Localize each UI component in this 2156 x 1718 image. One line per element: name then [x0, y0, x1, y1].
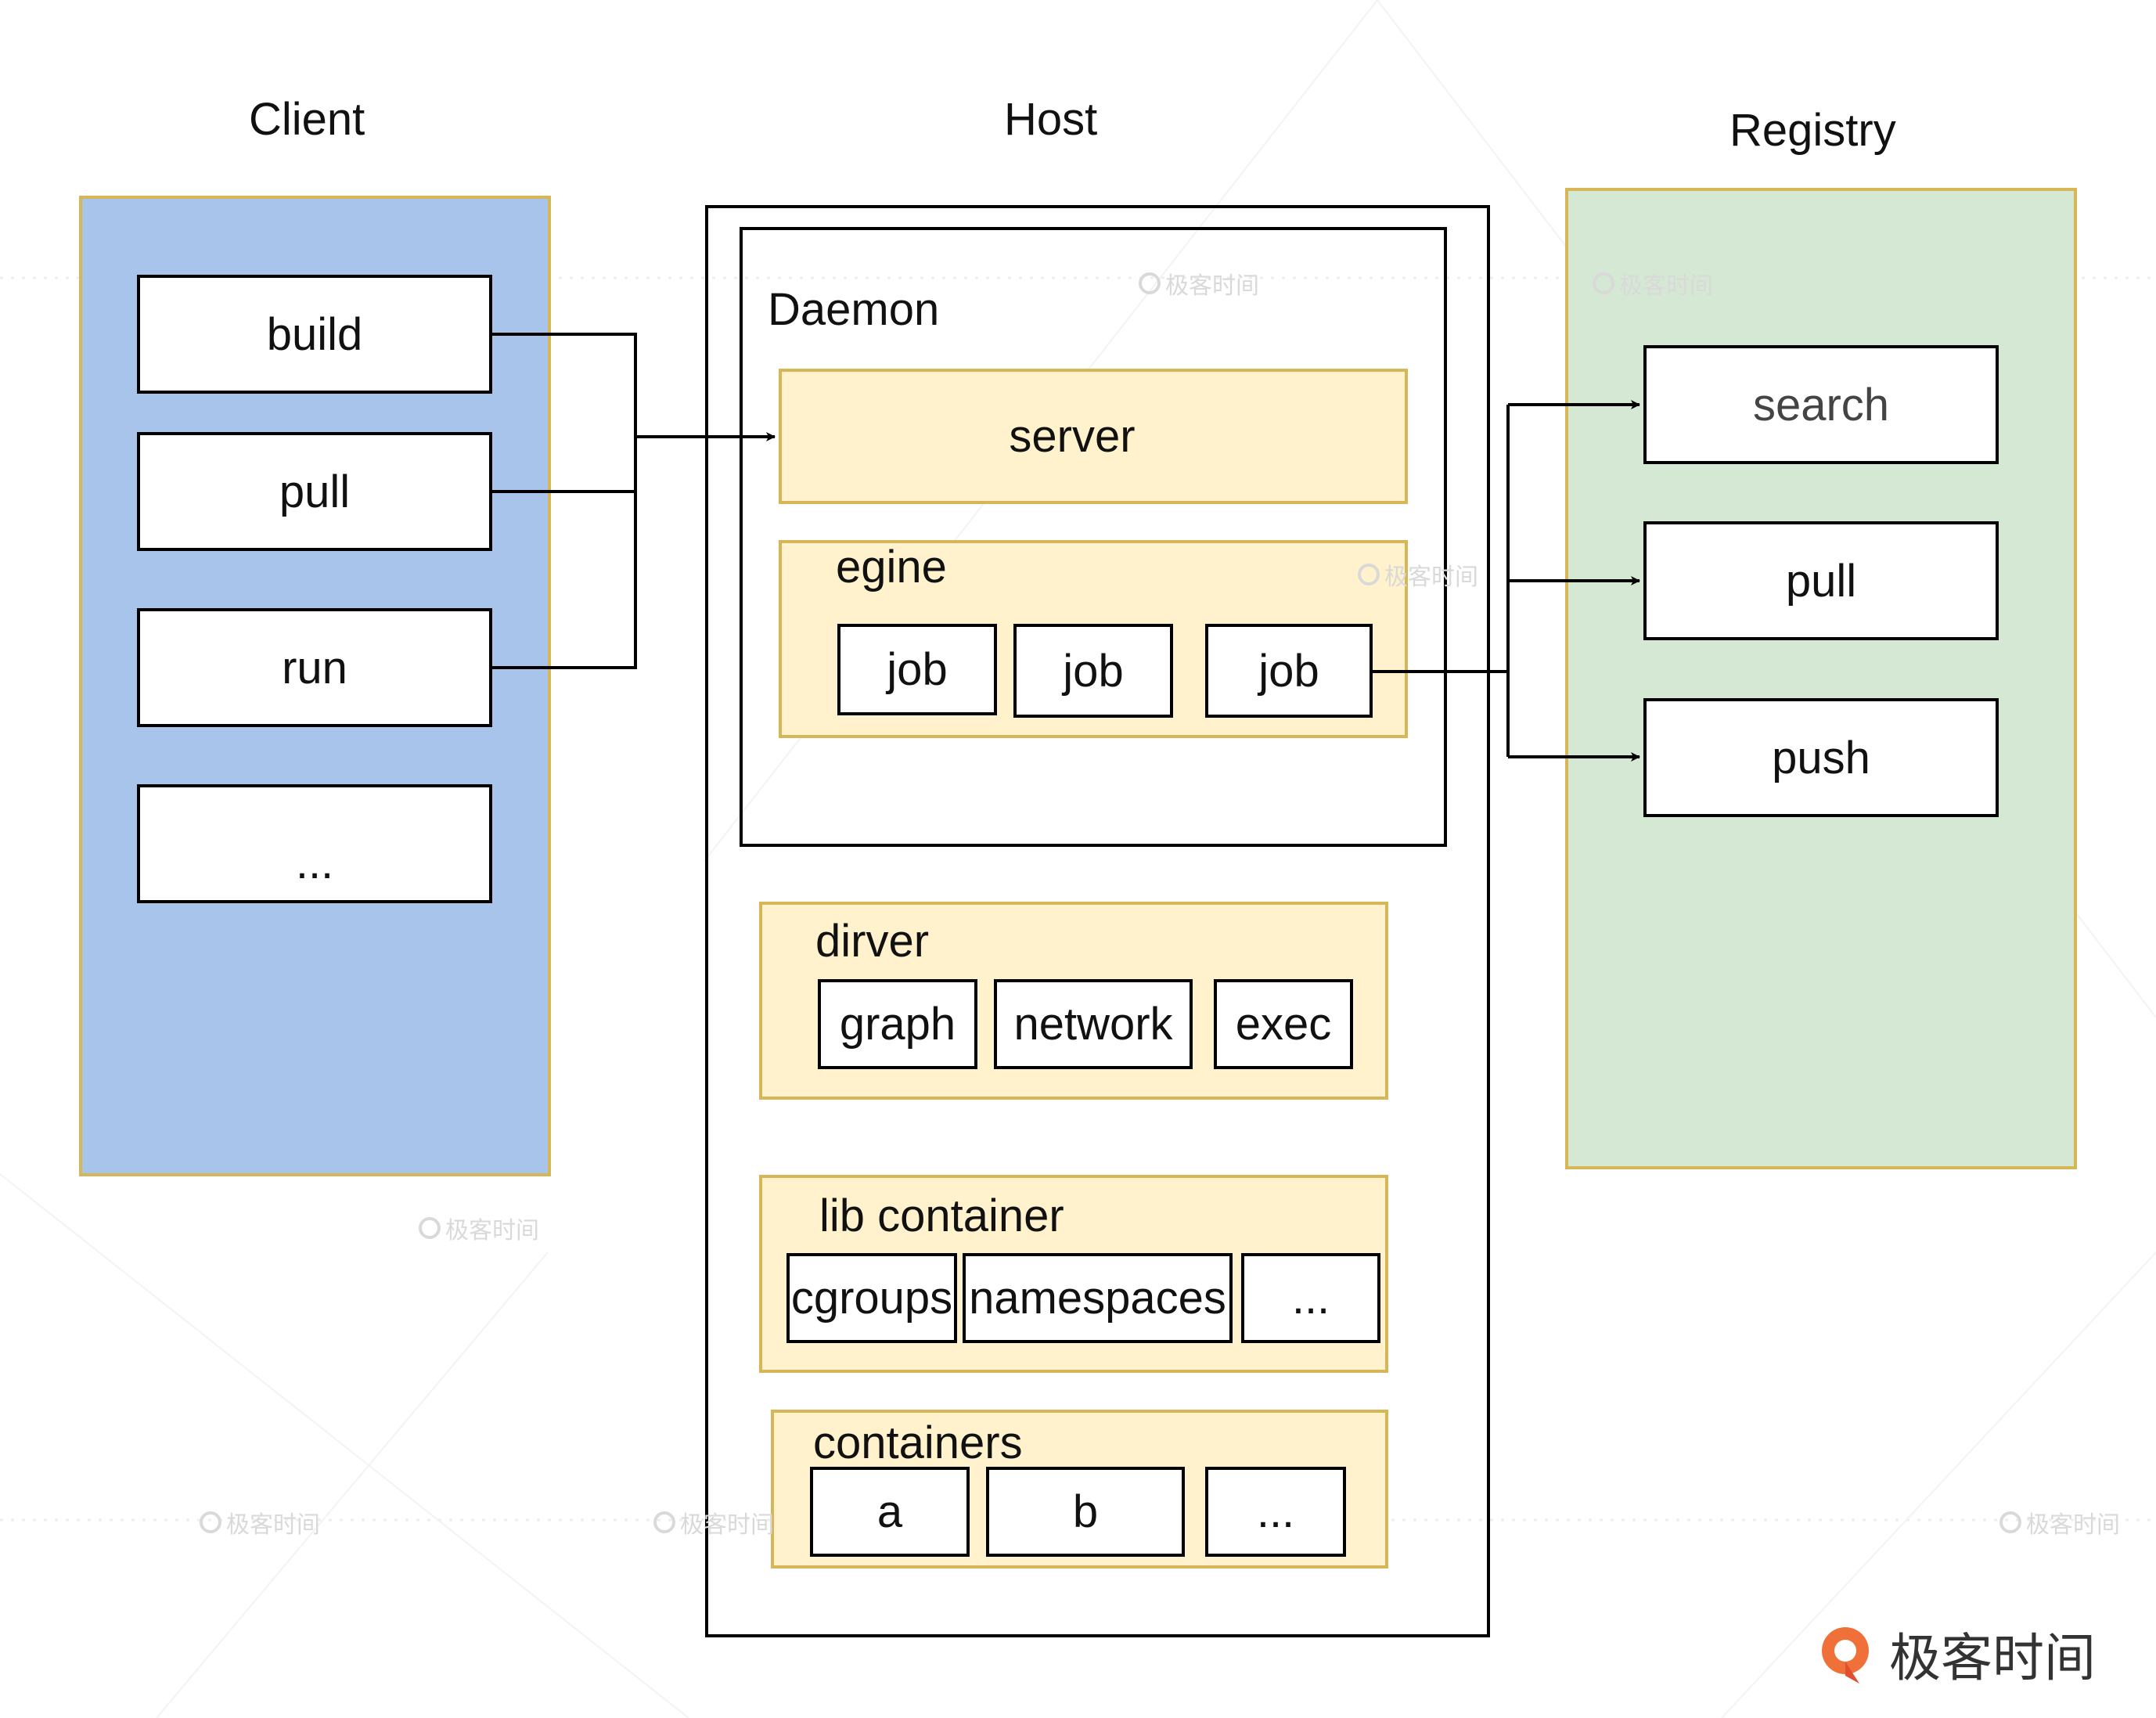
- driver-item-label: exec: [1235, 999, 1332, 1050]
- brand-logo-icon: [1822, 1627, 1869, 1684]
- watermark-logo-icon: [653, 1511, 675, 1533]
- server-label: server: [1009, 411, 1136, 462]
- watermark: 极客时间: [653, 1505, 774, 1540]
- registry-action-label: pull: [1785, 555, 1857, 607]
- daemon-label: Daemon: [768, 284, 940, 335]
- client-title: Client: [249, 94, 365, 145]
- driver-label: dirver: [815, 916, 930, 967]
- containers-label: containers: [813, 1417, 1023, 1468]
- libcontainer-item-label: cgroups: [790, 1273, 953, 1324]
- libcontainer-cgroups[interactable]: cgroups: [786, 1253, 957, 1343]
- registry-pull[interactable]: pull: [1643, 521, 1999, 640]
- registry-search[interactable]: search: [1643, 345, 1999, 464]
- registry-title: Registry: [1729, 105, 1896, 156]
- container-item-label: a: [876, 1486, 903, 1537]
- watermark: 极客时间: [1139, 266, 1259, 301]
- engine-label: egine: [836, 542, 947, 592]
- watermark: 极客时间: [419, 1211, 539, 1245]
- libcontainer-namespaces[interactable]: namespaces: [963, 1253, 1233, 1343]
- engine-job-2[interactable]: job: [1013, 624, 1173, 718]
- daemon-frame: [740, 227, 1447, 847]
- host-title: Host: [1004, 94, 1098, 145]
- watermark: 极客时间: [1358, 557, 1478, 592]
- engine-job-1[interactable]: job: [837, 624, 997, 715]
- watermark-logo-icon: [200, 1511, 221, 1533]
- client-command-build[interactable]: build: [137, 275, 492, 394]
- client-command-more[interactable]: ...: [137, 784, 492, 903]
- client-to-server-connector: [492, 333, 776, 669]
- registry-action-label: search: [1752, 379, 1890, 430]
- driver-network[interactable]: network: [994, 979, 1193, 1069]
- registry-push[interactable]: push: [1643, 698, 1999, 817]
- container-more[interactable]: ...: [1205, 1467, 1346, 1557]
- watermark-logo-icon: [1358, 564, 1380, 585]
- libcontainer-item-label: ...: [1291, 1273, 1330, 1324]
- watermark-logo-icon: [419, 1217, 441, 1239]
- job-label: job: [1258, 645, 1319, 697]
- container-a[interactable]: a: [810, 1467, 970, 1557]
- container-item-label: b: [1072, 1486, 1099, 1537]
- client-command-label: pull: [279, 466, 351, 517]
- brand-logo: 极客时间: [1814, 1616, 2096, 1691]
- watermark-logo-icon: [1999, 1511, 2021, 1533]
- job-label: job: [887, 644, 948, 695]
- client-command-label: build: [266, 308, 363, 360]
- server-module: [779, 369, 1408, 504]
- brand-logo-text: 极客时间: [1889, 1629, 2096, 1687]
- watermark: 极客时间: [1593, 266, 1713, 301]
- driver-exec[interactable]: exec: [1214, 979, 1353, 1069]
- job-label: job: [1063, 645, 1124, 697]
- watermark: 极客时间: [200, 1505, 320, 1540]
- driver-item-label: graph: [839, 999, 956, 1050]
- libcontainer-label: lib container: [819, 1190, 1064, 1241]
- registry-action-label: push: [1772, 732, 1870, 783]
- watermark-logo-icon: [1593, 272, 1614, 294]
- client-command-label: ...: [295, 837, 334, 888]
- engine-job-3[interactable]: job: [1205, 624, 1373, 718]
- watermark-logo-icon: [1139, 272, 1161, 294]
- client-command-label: run: [282, 642, 347, 693]
- driver-graph[interactable]: graph: [818, 979, 977, 1069]
- libcontainer-more[interactable]: ...: [1241, 1253, 1380, 1343]
- watermark: 极客时间: [1999, 1505, 2120, 1540]
- host-frame: [705, 205, 1490, 1637]
- engine-to-registry-connector: [1373, 400, 1640, 762]
- container-b[interactable]: b: [986, 1467, 1185, 1557]
- driver-item-label: network: [1013, 999, 1173, 1050]
- container-item-label: ...: [1256, 1486, 1295, 1537]
- client-command-pull[interactable]: pull: [137, 432, 492, 551]
- client-command-run[interactable]: run: [137, 608, 492, 727]
- libcontainer-item-label: namespaces: [969, 1273, 1226, 1324]
